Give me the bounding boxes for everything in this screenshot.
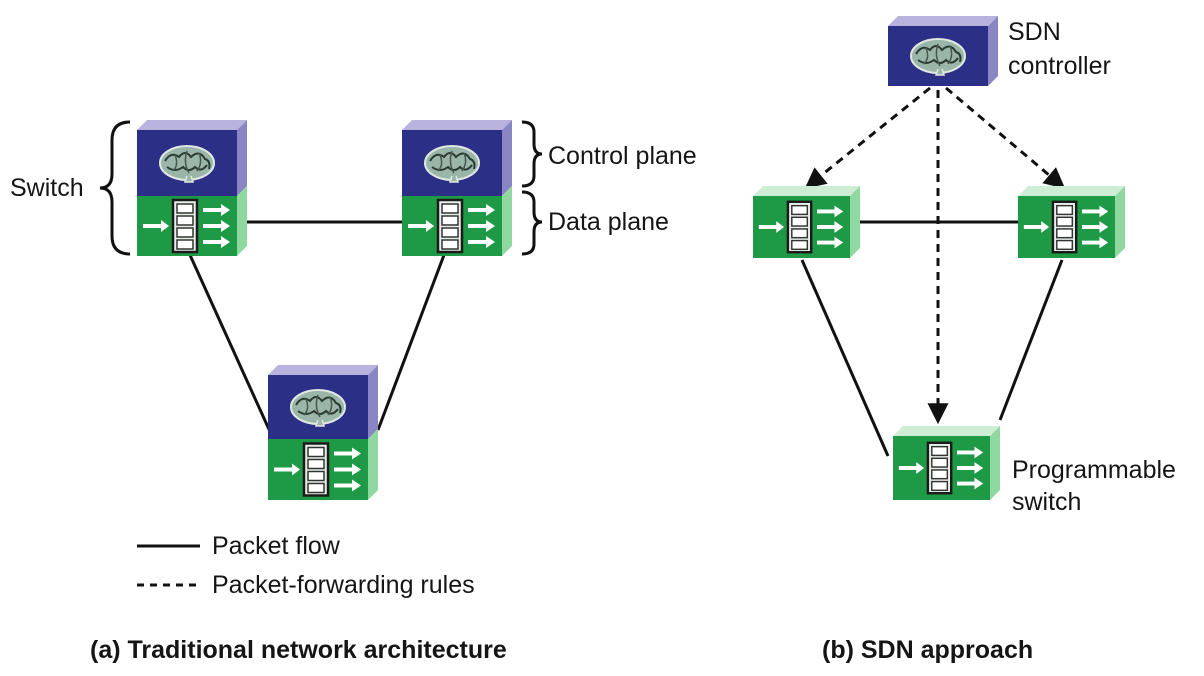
sdn-link-right-bottom xyxy=(998,259,1064,421)
legend-solid-label: Packet flow xyxy=(212,532,340,560)
programmable-switch-label-line1: Programmable xyxy=(1012,456,1176,484)
programmable-switch-label-line2: switch xyxy=(1012,488,1082,516)
control-plane-label: Control plane xyxy=(548,142,697,170)
traditional-switch-bottom xyxy=(268,365,378,500)
sdn-switch-bottom xyxy=(893,426,1000,500)
switch-brace xyxy=(99,120,131,256)
sdn-switch-left xyxy=(753,186,860,258)
sdn-link-left-bottom xyxy=(800,259,890,457)
rules-to-right xyxy=(945,86,1066,189)
data-plane-brace xyxy=(521,190,543,256)
traditional-links xyxy=(188,220,446,437)
link-left-bottom xyxy=(188,254,274,437)
control-plane-brace xyxy=(521,120,543,188)
rules-to-left xyxy=(804,86,931,189)
legend-dashed-label: Packet-forwarding rules xyxy=(212,571,475,599)
sdn-switch-right xyxy=(1018,186,1125,258)
data-plane-label: Data plane xyxy=(548,208,669,236)
traditional-switch-right xyxy=(402,120,512,256)
caption-sdn: (b) SDN approach xyxy=(822,636,1034,664)
link-right-bottom xyxy=(376,254,446,431)
sdn-controller-label-line2: controller xyxy=(1008,52,1111,80)
traditional-switch-left xyxy=(137,120,247,256)
sdn-links xyxy=(800,86,1066,457)
sdn-controller-box xyxy=(888,16,998,86)
sdn-controller-label-line1: SDN xyxy=(1008,18,1061,46)
caption-traditional: (a) Traditional network architecture xyxy=(90,636,507,664)
switch-label: Switch xyxy=(10,174,84,202)
